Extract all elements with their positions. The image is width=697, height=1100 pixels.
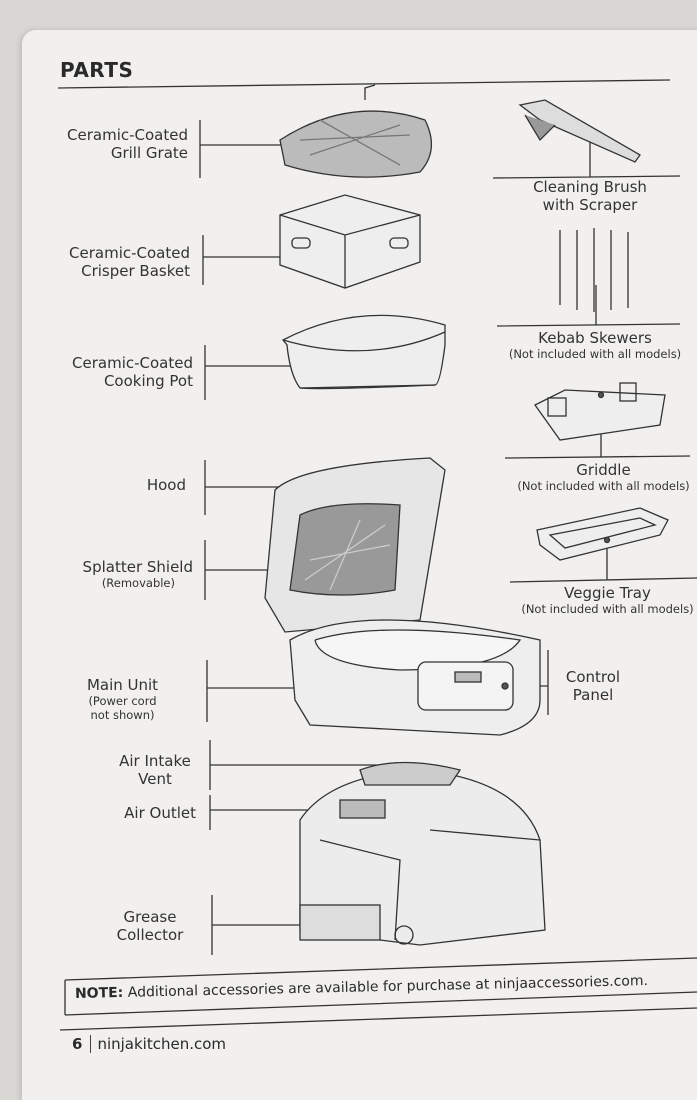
title-rule (57, 79, 671, 89)
footer-site: ninjakitchen.com (97, 1035, 227, 1053)
veggie-tray-drawing (536, 507, 669, 561)
label-splatter-shield: Splatter Shield(Removable) (40, 558, 193, 590)
assembled-unit-drawing (299, 761, 546, 946)
label-kebab-skewers: Kebab Skewers(Not included with all mode… (500, 329, 690, 361)
label-cleaning-brush: Cleaning Brush with Scraper (533, 178, 647, 214)
cooking-pot-drawing (281, 314, 446, 390)
main-unit-drawing (264, 457, 541, 736)
label-control-panel: Control Panel (565, 668, 621, 704)
grill-grate-drawing (279, 84, 432, 178)
label-griddle-sub: (Not included with all models) (517, 479, 690, 493)
label-griddle: Griddle(Not included with all models) (506, 461, 697, 493)
label-main-unit-sub: (Power cord not shown) (88, 694, 157, 722)
kebab-skewers-drawing (559, 228, 629, 312)
label-veggie-tray: Veggie Tray(Not included with all models… (510, 584, 697, 616)
label-cooking-pot: Ceramic-Coated Cooking Pot (72, 354, 193, 390)
label-grease-collector: Grease Collector (116, 908, 184, 944)
label-main-unit-text: Main Unit (86, 676, 159, 694)
crisper-basket-drawing (279, 194, 421, 289)
label-kebab-skewers-text: Kebab Skewers (538, 329, 652, 347)
label-veggie-tray-sub: (Not included with all models) (521, 602, 694, 616)
label-griddle-text: Griddle (576, 461, 631, 479)
griddle-drawing (534, 382, 666, 441)
label-main-unit: Main Unit(Power cord not shown) (60, 676, 185, 722)
label-veggie-tray-text: Veggie Tray (564, 584, 651, 602)
page-number: 6 (72, 1035, 92, 1053)
label-hood: Hood (146, 476, 186, 494)
label-air-outlet: Air Outlet (124, 804, 196, 822)
cleaning-brush-drawing (518, 99, 641, 163)
label-kebab-skewers-sub: (Not included with all models) (508, 347, 682, 361)
label-crisper-basket: Ceramic-Coated Crisper Basket (69, 244, 190, 280)
label-splatter-shield-text: Splatter Shield (82, 558, 193, 576)
label-grill-grate: Ceramic-Coated Grill Grate (67, 126, 188, 162)
footer: 6 ninjakitchen.com (72, 1035, 226, 1053)
note-prefix: NOTE: (74, 984, 124, 1002)
page-title: PARTS (60, 58, 134, 82)
label-splatter-shield-sub: (Removable) (101, 576, 175, 590)
note-box (64, 957, 697, 1016)
footer-rule (59, 1007, 697, 1031)
label-air-intake-vent: Air Intake Vent (119, 752, 191, 788)
